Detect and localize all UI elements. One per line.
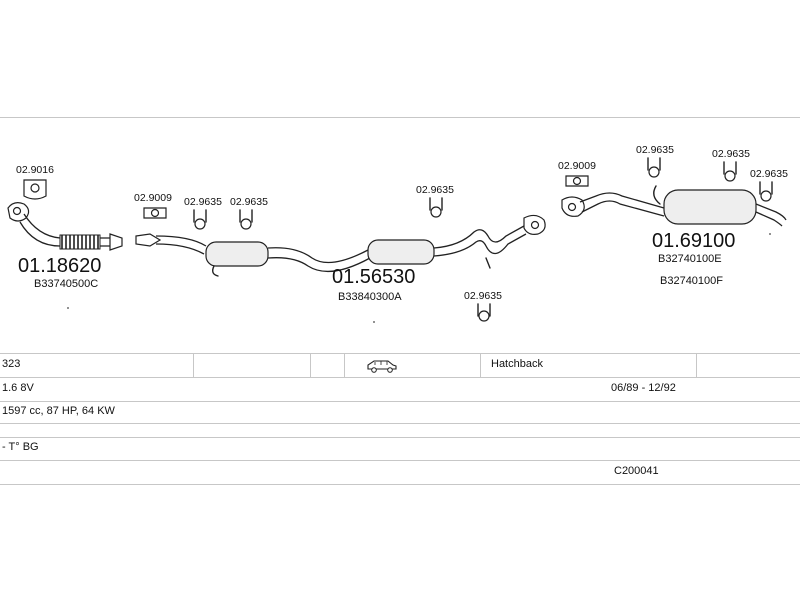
- clamp-label-center-top: 02.9635: [416, 184, 454, 196]
- table-divider: [480, 353, 481, 377]
- center-section-drawing[interactable]: [135, 214, 546, 277]
- table-line: [0, 401, 800, 402]
- table-line: [0, 353, 800, 354]
- table-divider: [193, 353, 194, 377]
- car-hatchback-icon: [367, 360, 397, 373]
- years-cell: 06/89 - 12/92: [611, 382, 676, 394]
- model-cell: 323: [2, 358, 21, 370]
- top-divider: [0, 117, 800, 118]
- specs-cell: 1597 cc, 87 HP, 64 KW: [2, 405, 115, 417]
- clamp-icon-rear-a[interactable]: [565, 175, 589, 187]
- table-line: [0, 460, 800, 461]
- hanger-icon-rear-c[interactable]: [723, 161, 737, 182]
- table-divider: [344, 353, 345, 377]
- clamp-label-mid-a: 02.9009: [134, 192, 172, 204]
- note-cell: - T° BG: [2, 441, 39, 453]
- body-type-cell: Hatchback: [491, 358, 543, 370]
- center-section-number: 01.56530: [332, 266, 415, 288]
- front-pipe-drawing[interactable]: [7, 202, 123, 251]
- hanger-icon-mid-b[interactable]: [193, 209, 207, 230]
- clamp-label-mid-b: 02.9635: [184, 196, 222, 208]
- hanger-icon-rear-d[interactable]: [759, 181, 773, 202]
- front-pipe-number: 01.18620: [18, 255, 101, 277]
- clamp-label-left: 02.9016: [16, 164, 54, 176]
- hanger-icon-mid-c[interactable]: [239, 209, 253, 230]
- table-divider: [310, 353, 311, 377]
- front-pipe-oem: B33740500C: [34, 278, 98, 290]
- table-line: [0, 377, 800, 378]
- hanger-icon-center-top[interactable]: [429, 197, 443, 218]
- engine-cell: 1.6 8V: [2, 382, 34, 394]
- center-section-oem: B33840300A: [338, 291, 402, 303]
- clamp-icon-mid-a[interactable]: [143, 207, 167, 219]
- clamp-label-center-bottom: 02.9635: [464, 290, 502, 302]
- marker-dot: [67, 307, 69, 309]
- exhaust-diagram: 02.9016 01.18620 B33740500C 02.9009 02.9…: [7, 144, 788, 323]
- table-divider: [696, 353, 697, 377]
- marker-dot: [373, 321, 375, 323]
- hanger-icon-rear-b[interactable]: [647, 157, 661, 178]
- clamp-label-mid-c: 02.9635: [230, 196, 268, 208]
- table-line: [0, 423, 800, 424]
- clamp-label-rear-b: 02.9635: [636, 144, 674, 156]
- rear-section-number: 01.69100: [652, 230, 735, 252]
- clamp-label-rear-a: 02.9009: [558, 160, 596, 172]
- clamp-icon-left[interactable]: [23, 179, 47, 200]
- table-line: [0, 484, 800, 485]
- catalog-code-cell: C200041: [614, 465, 659, 477]
- rear-section-drawing[interactable]: [561, 185, 787, 235]
- clamp-label-rear-c: 02.9635: [712, 148, 750, 160]
- hanger-icon-center-bottom[interactable]: [477, 303, 491, 322]
- rear-section-oem-2: B32740100F: [660, 275, 723, 287]
- clamp-label-rear-d: 02.9635: [750, 168, 788, 180]
- rear-section-oem-1: B32740100E: [658, 253, 722, 265]
- table-line: [0, 437, 800, 438]
